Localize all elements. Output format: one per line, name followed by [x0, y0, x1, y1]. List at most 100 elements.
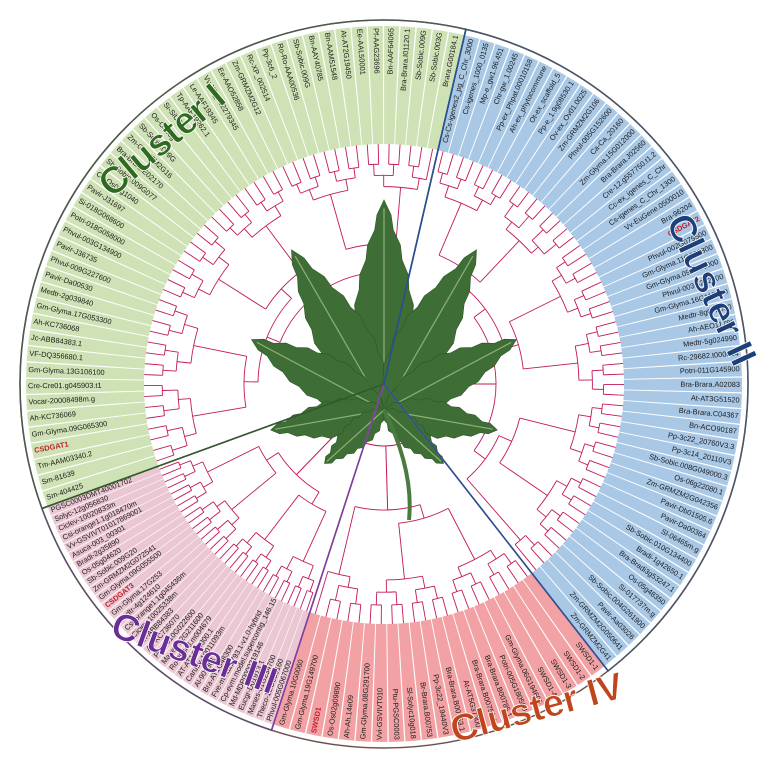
leaf-label-band: [338, 622, 365, 741]
internal-branch: [585, 292, 603, 301]
leaf-label-band: [100, 153, 201, 238]
internal-branch: [242, 559, 254, 574]
tip-branch: [280, 597, 284, 602]
leaf-label-band: [570, 158, 672, 241]
leaf-label-band: [217, 596, 279, 706]
internal-branch: [473, 186, 480, 197]
leaf-label-band: [26, 391, 145, 411]
internal-branch: [546, 223, 558, 234]
internal-branch: [227, 547, 239, 561]
internal-branch: [253, 566, 264, 582]
leaf-label-band: [458, 43, 510, 160]
internal-branch: [589, 302, 606, 310]
leaf-label-band: [143, 561, 228, 655]
leaf-label-band: [541, 113, 630, 210]
internal-branch: [572, 264, 589, 275]
tip-branch: [147, 341, 152, 344]
internal-branch: [245, 546, 253, 555]
tip-branch: [617, 415, 622, 417]
leaf-label-band: [110, 141, 208, 229]
tip-branch: [251, 580, 255, 585]
leaf-label-band: [416, 29, 448, 148]
leaf-label-band: [497, 68, 567, 178]
leaf-label-band: [55, 478, 167, 535]
cluster-backgrounds: [26, 26, 742, 743]
internal-branch: [229, 227, 238, 236]
leaf-label-band: [51, 472, 164, 525]
leaf-label-band: [287, 35, 329, 153]
internal-branch: [503, 553, 512, 564]
tip-branch: [156, 459, 161, 462]
gene-label: Vvi-GSVIVT010: [375, 688, 385, 740]
tip-branch: [548, 552, 553, 557]
leaf-label-band: [182, 582, 255, 686]
internal-branch: [358, 604, 362, 619]
tip-branch: [499, 174, 503, 179]
internal-branch: [552, 230, 565, 241]
tip-branch: [540, 559, 545, 564]
leaf-label-band: [387, 623, 405, 742]
internal-branch: [589, 350, 602, 353]
leaf-label-band: [78, 509, 183, 579]
internal-branch: [337, 601, 341, 616]
internal-branch: [288, 585, 296, 601]
internal-branch: [345, 179, 349, 191]
tip-branch: [617, 352, 623, 354]
internal-branch: [303, 161, 311, 179]
branch-arc: [162, 405, 165, 416]
internal-branch: [395, 591, 398, 605]
internal-branch: [353, 167, 356, 178]
tip-branch: [336, 615, 339, 620]
tip-branch: [178, 259, 183, 263]
tip-branch: [556, 220, 561, 224]
internal-branch: [177, 489, 192, 499]
internal-branch: [217, 540, 229, 552]
branch-arc: [451, 589, 462, 594]
internal-branch: [225, 528, 237, 539]
branch-arc: [199, 506, 205, 513]
branch-arc: [258, 446, 277, 474]
leaf-label-band: [409, 621, 438, 740]
tip-branch: [253, 182, 257, 186]
tip-branch: [611, 445, 616, 448]
tip-branch: [431, 148, 434, 153]
internal-branch: [398, 148, 401, 165]
internal-branch: [231, 517, 240, 526]
branch-arc: [330, 598, 341, 602]
gene-label: Bra-Brara.I01120.1: [399, 28, 412, 91]
leaf-label-band: [438, 35, 480, 153]
tip-branch: [608, 311, 613, 314]
internal-branch: [556, 480, 568, 487]
internal-branch: [530, 547, 542, 561]
internal-branch: [551, 274, 562, 282]
tip-branch: [524, 573, 528, 577]
gene-label: Cre-Cre01.g045903.t1: [28, 381, 102, 390]
tip-branch: [570, 236, 574, 240]
gene-label: Sl-Solyc10g018: [405, 687, 418, 739]
gene-label: Ptu-PGSC0003: [391, 689, 402, 740]
leaf-label-band: [245, 605, 297, 718]
internal-branch: [539, 215, 551, 227]
internal-branch: [266, 452, 279, 461]
branch-arc: [200, 481, 207, 493]
leaf-label-band: [420, 619, 454, 738]
tip-branch: [461, 157, 464, 162]
tip-branch: [190, 241, 194, 245]
internal-branch: [180, 495, 196, 505]
leaflet: [324, 408, 385, 464]
internal-branch: [293, 165, 302, 183]
leaf-label-band: [73, 193, 181, 265]
leaf-label-band: [582, 510, 689, 586]
internal-branch: [438, 203, 462, 256]
internal-branch: [592, 407, 603, 410]
branch-arc: [178, 461, 182, 469]
internal-branch: [479, 240, 520, 283]
internal-branch: [473, 168, 482, 185]
internal-branch: [585, 468, 602, 477]
tip-branch: [517, 185, 521, 190]
tip-branch: [272, 171, 276, 175]
tip-branch: [211, 216, 215, 221]
branch-arc: [561, 478, 572, 495]
branch-arc: [209, 264, 230, 295]
internal-branch: [419, 504, 425, 519]
